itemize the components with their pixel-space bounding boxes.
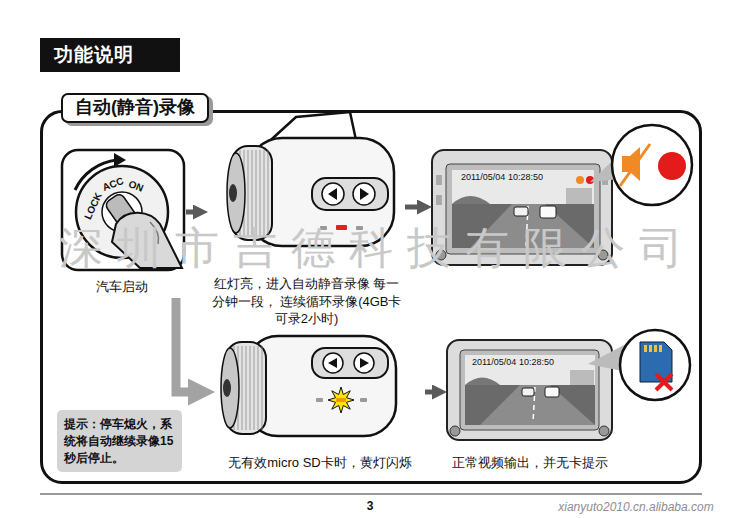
- screen-illustration-part: [436, 195, 442, 205]
- watermark: 深圳市吉德科技有限公司: [59, 226, 697, 270]
- screen-illustration-part: [566, 188, 592, 204]
- camera-illustration-part: [227, 153, 245, 233]
- section-panel: 自动(静音)录像汽车启动红灯亮，进入自动静音录像 每一分钟一段， 连续循环录像(…: [40, 110, 702, 484]
- ignition-step: 汽车启动: [58, 146, 186, 298]
- screen-illustration-part: [452, 196, 490, 204]
- flow-arrow: [405, 205, 426, 210]
- camera-illustration-part: [328, 188, 337, 200]
- flow-arrow: [176, 298, 204, 392]
- no-card-icon-part: [644, 345, 647, 352]
- title-bar: 功能说明: [40, 38, 180, 72]
- step-caption: 汽车启动: [96, 278, 148, 298]
- step-caption: 红灯亮，进入自动静音录像 每一分钟一段， 连续循环录像(4GB卡可录2小时): [208, 275, 405, 330]
- screen-illustration-part: [522, 388, 534, 396]
- no-card-icon-part: [654, 345, 657, 352]
- screen-illustration-part: [570, 370, 594, 385]
- step-caption: 无有效micro SD卡时，黄灯闪烁: [228, 454, 411, 474]
- no-card-icon-part: [656, 374, 672, 390]
- step-caption: 正常视频输出，并无卡提示: [452, 454, 608, 474]
- screen-illustration-part: [599, 426, 609, 436]
- camera-illustration-part: [322, 183, 344, 205]
- screen-illustration-part: [514, 207, 528, 216]
- no-card-icon-part: [620, 330, 690, 400]
- camera-illustration-part: [316, 398, 323, 402]
- screen-output: 2011/05/04 10:28:50 正常视频输出，并无卡提示: [447, 338, 612, 474]
- tip-note: 提示：停车熄火，系统将自动继续录像15秒后停止。: [57, 410, 182, 472]
- camera-illustration-part: [229, 184, 237, 202]
- mute-record-icon-part: [620, 144, 650, 186]
- no-card-icon-part: [659, 345, 662, 352]
- key-position-label: LOCK: [82, 191, 104, 221]
- camera-illustration-part: [336, 398, 346, 402]
- screen-illustration-part: [465, 378, 500, 386]
- screen-illustration-part: [465, 355, 595, 425]
- camera-illustration-part: [328, 358, 337, 368]
- timestamp: 2011/05/04 10:28:50: [471, 357, 555, 367]
- title-text: 功能说明: [54, 42, 134, 68]
- camera-illustration-part: [360, 188, 369, 200]
- ignition-illustration-part: [114, 153, 126, 167]
- screen-illustration-part: [452, 170, 594, 204]
- camera-illustration-part: [360, 358, 369, 368]
- timestamp: 2011/05/04 10:28:50: [460, 172, 544, 182]
- camera-illustration-part: [354, 353, 374, 373]
- camera-illustration-part: [360, 398, 367, 402]
- flow-arrow: [425, 390, 441, 395]
- screen-illustration-part: [540, 206, 556, 218]
- screen-illustration-part: [436, 175, 442, 185]
- tip-text: 提示：停车熄火，系统将自动继续录像15秒后停止。: [64, 416, 175, 466]
- no-card-step: 无有效micro SD卡时，黄灯闪烁: [215, 332, 425, 474]
- camera-illustration-part: [312, 348, 388, 378]
- no-card-icon-part: [656, 374, 672, 390]
- no-card-icon-part: [649, 345, 652, 352]
- screen-illustration-part: [450, 426, 460, 436]
- page-rule: [40, 494, 702, 495]
- page-number: 3: [367, 499, 374, 513]
- mute-record-icon: [590, 125, 692, 205]
- screen-illustration-part: [480, 385, 595, 425]
- camera-illustration-part: [328, 387, 354, 413]
- section-heading: 自动(静音)录像: [61, 93, 209, 123]
- screen-illustration-part: [545, 387, 559, 397]
- key-position-label: ON: [127, 178, 145, 194]
- mute-record-icon-part: [612, 125, 692, 205]
- screen-illustration: [447, 340, 612, 440]
- recording-step: 红灯亮，进入自动静音录像 每一分钟一段， 连续循环录像(4GB卡可录2小时): [208, 115, 405, 330]
- screen-illustration-part: [460, 350, 599, 430]
- source-url: xianyuto2010.cn.alibaba.com: [558, 500, 713, 514]
- key-position-label: ACC: [101, 175, 125, 193]
- camera-illustration-part: [323, 353, 343, 373]
- camera-illustration-part: [312, 178, 388, 210]
- camera-illustration-part: [353, 183, 375, 205]
- flow-arrow: [186, 210, 202, 215]
- screen-illustration-part: [576, 176, 584, 184]
- screen-illustration-part: [465, 355, 595, 385]
- no-card-icon: [588, 330, 690, 400]
- camera-illustration-part: [221, 348, 239, 428]
- page-rule-part: [40, 494, 702, 495]
- mute-record-icon-part: [658, 152, 686, 180]
- screen-illustration-part: [447, 340, 612, 440]
- camera-illustration-part: [246, 336, 396, 436]
- camera-illustration: [221, 336, 396, 436]
- camera-illustration-part: [223, 379, 231, 397]
